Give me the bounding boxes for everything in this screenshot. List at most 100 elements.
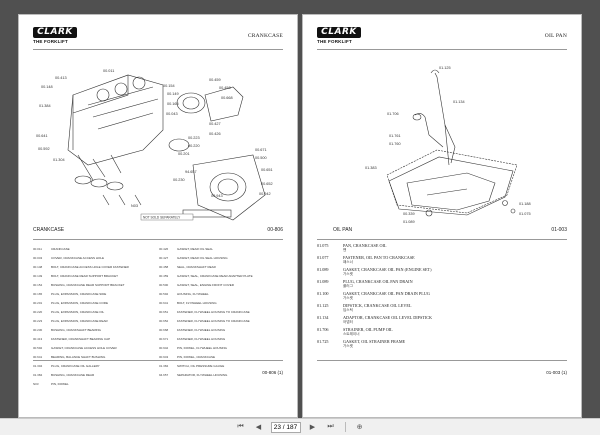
page-footer: 01-003 (1) [546, 370, 567, 375]
callout-01075: 01.075 [519, 212, 531, 216]
callout-00201: 00.201 [178, 152, 190, 156]
logo-sub: THE FORKLIFT [33, 39, 68, 44]
parts-row: 00.641 BEARING, BALANCE SHAFT BUSHING 00.9… [33, 355, 285, 364]
figure-code: 01-003 [551, 227, 567, 233]
first-page-button[interactable]: ⏮ [237, 423, 244, 430]
page-navigator [270, 421, 301, 433]
part-number: 00.671 [159, 337, 169, 341]
part-description: BOLT, CRANKCASE ACCESS HOLE COVER FASTEN… [51, 265, 129, 269]
part-description: PLUG, EXPANSION, CRANKCASE REAR [51, 319, 108, 323]
part-description: PIN, DOWEL, CRANKCASE [177, 355, 216, 359]
callout-00165: 00.165 [167, 102, 179, 106]
last-page-button[interactable]: ⏭ [327, 423, 334, 430]
part-description: BOLT, FLYWHEEL HOUSING [177, 301, 217, 305]
callout-00500: 00.500 [255, 156, 267, 160]
page-header: CRANKCASE [247, 33, 283, 39]
page-number-input[interactable] [270, 421, 301, 433]
part-description: BUSHING, CRANKSHAFT BEARING [51, 328, 101, 332]
next-page-button[interactable]: ▶ [309, 424, 316, 431]
callout-01134: 01.134 [453, 100, 465, 104]
part-description-ko: 딥스틱 [343, 308, 353, 312]
part-description-en: PLUG, CRANKCASE OIL PAN DRAIN [343, 279, 413, 284]
document-viewer: CLARK THE FORKLIFT CRANKCASE [18, 14, 582, 418]
toolbar-divider [344, 422, 346, 432]
not-sold-note: NOT SOLD SEPARATELY [143, 216, 181, 220]
part-number: 00.220 [33, 310, 43, 314]
part-description: GASKET, CRANKCASE ACCESS HOLE COVER [51, 346, 117, 350]
part-description: BEARING, BALANCE SHAFT BUSHING [51, 355, 106, 359]
part-description-en: PAN, CRANKCASE OIL [343, 243, 387, 248]
part-description: PLUG, EXPANSION, CRANKCASE CORE [51, 301, 108, 305]
part-number: 01.384 [33, 373, 43, 377]
part-description-ko: 팬 [343, 248, 347, 252]
zoom-in-icon[interactable]: ⊕ [356, 424, 363, 431]
part-number: 00.641 [159, 301, 169, 305]
part-description: BOLT, CRANKCASE REAR SUPPORT BRACKET [51, 274, 119, 278]
clark-logo: CLARK THE FORKLIFT [33, 27, 77, 44]
part-number: 00.149 [33, 274, 43, 278]
part-number: 00.500 [159, 283, 169, 287]
part-number: 01.075 [317, 243, 329, 248]
part-number: 00.459 [159, 274, 169, 278]
part-description: FASTENER, FLYWHEEL HOUSING [177, 337, 226, 341]
part-description-ko: 가스켓 [343, 344, 353, 348]
part-number: 00.043 [33, 256, 43, 260]
part-number: 00.592 [33, 346, 43, 350]
parts-col: 00.220 PLUG, EXPANSION, CRANKCASE OIL [33, 310, 159, 315]
footer-rule [317, 360, 567, 361]
part-number: 00.641 [33, 355, 43, 359]
callout-00427: 00.427 [209, 122, 221, 126]
parts-row: 01.134 ADAPTOR, CRANKCASE OIL LEVEL DIPST… [317, 315, 569, 327]
callout-00668: 00.668 [221, 96, 233, 100]
part-description-ko: 어댑터 [343, 320, 353, 324]
callout-00413: 00.413 [55, 76, 67, 80]
part-description: PLUG, EXPANSION, CRANKCASE OIL [51, 310, 105, 314]
part-description: GASKET, REAR OIL SEAL [177, 247, 213, 251]
part-description: HOUSING, FLYWHEEL [177, 292, 209, 296]
part-number: 01.384 [159, 364, 169, 368]
callout-01089: 01.089 [403, 220, 415, 224]
part-number: 01.706 [317, 327, 329, 332]
callout-00592: 00.592 [38, 147, 50, 151]
callout-00223: 00.223 [188, 136, 200, 140]
part-description: FASTENER, FLYWHEEL HOUSING [177, 328, 226, 332]
figure-rule [317, 239, 567, 240]
previous-page-button[interactable]: ◀ [255, 424, 262, 431]
part-description-en: ADAPTOR, CRANKCASE OIL LEVEL DIPSTICK [343, 315, 433, 320]
part-description: FASTENER, CRANKSHAFT BEARING CAP [51, 337, 111, 341]
header-rule [33, 49, 283, 50]
part-number: 00.458 [159, 265, 169, 269]
part-description: FASTENER, FLYWHEEL HOUSING TO CRANKCASE [177, 319, 250, 323]
part-description-ko: 가스켓 [343, 296, 353, 300]
part-number: 00.201 [33, 301, 43, 305]
part-number: 01.134 [317, 315, 329, 320]
parts-col: 00.201 PLUG, EXPANSION, CRANKCASE CORE [33, 301, 159, 306]
